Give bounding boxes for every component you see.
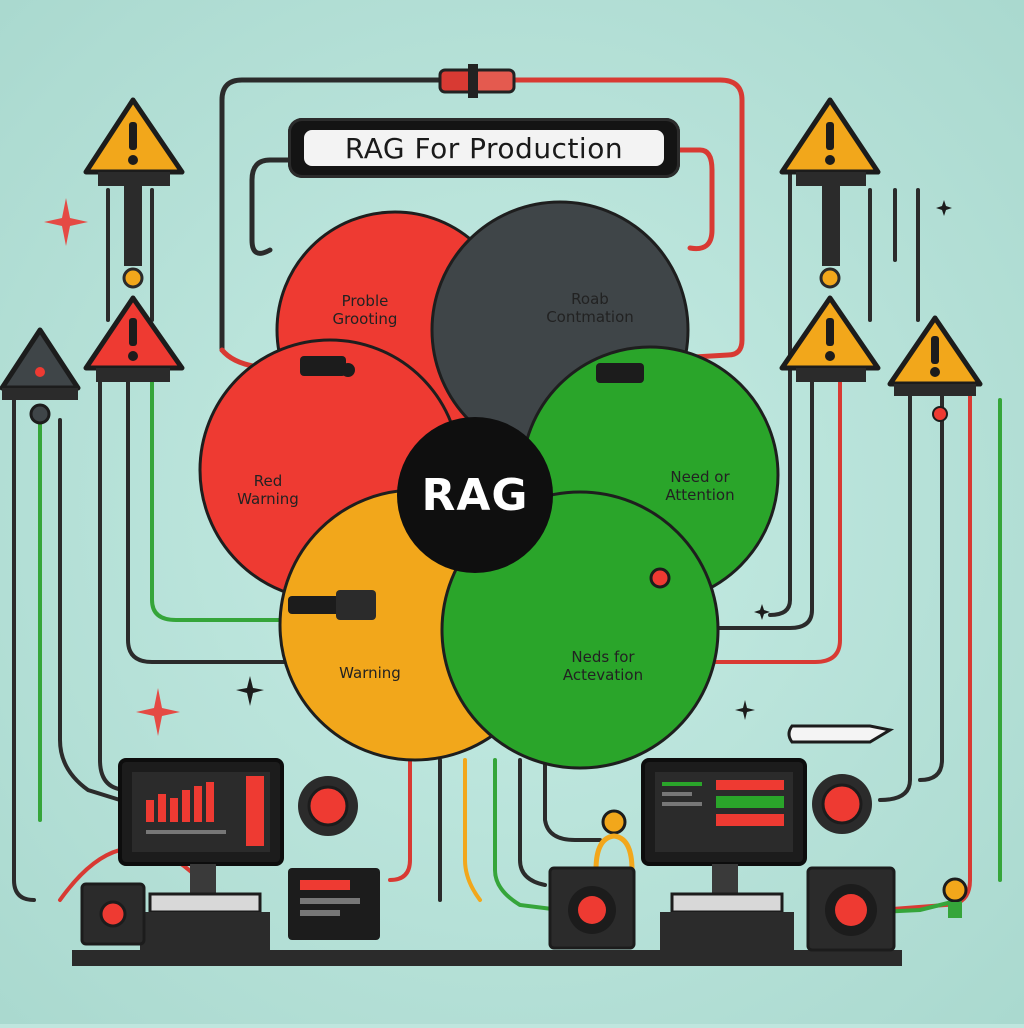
indicator-light: [649, 567, 671, 589]
label-right: Need or Attention: [665, 468, 735, 504]
label-bottom-right: Neds for Actevation: [562, 648, 644, 684]
warning-triangle-icon: [0, 327, 81, 425]
base-shelf: [72, 950, 902, 966]
gear-icon: [298, 776, 358, 836]
label-top-right: Roab Contmation: [546, 290, 634, 326]
warning-triangle-icon: [779, 97, 881, 289]
warning-triangle-icon: [887, 315, 983, 422]
warning-triangle-icon: [83, 295, 185, 382]
speaker-icon: [80, 882, 146, 946]
monitor-icon: [288, 868, 380, 940]
arrow-pointer: [787, 724, 895, 744]
bulb-icon: [942, 877, 968, 918]
title-banner-inner: RAG For Production: [304, 130, 664, 166]
side-wires: [12, 168, 1002, 914]
label-top-left: Proble Grooting: [332, 292, 398, 328]
center-circle: [397, 417, 553, 573]
label-bottom-left: Warning: [339, 664, 401, 682]
person-icon: [593, 809, 635, 873]
warning-triangle-icon: [83, 97, 185, 289]
label-left: Red Warning: [237, 472, 299, 508]
cable-connector-icon: [438, 64, 516, 98]
sparkle-icon: [236, 200, 952, 720]
monitor-icon: [641, 758, 807, 950]
top-cable: [219, 77, 745, 372]
speaker-icon: [548, 866, 636, 950]
title-banner: RAG For Production: [288, 118, 680, 178]
warning-triangle-icon: [779, 295, 881, 382]
cable-connector-icon: [288, 356, 644, 620]
speaker-icon: [806, 866, 896, 952]
sparkle-icon: [44, 198, 180, 736]
monitor-icon: [118, 758, 284, 950]
gear-icon: [812, 774, 872, 834]
page-title: RAG For Production: [344, 131, 624, 165]
